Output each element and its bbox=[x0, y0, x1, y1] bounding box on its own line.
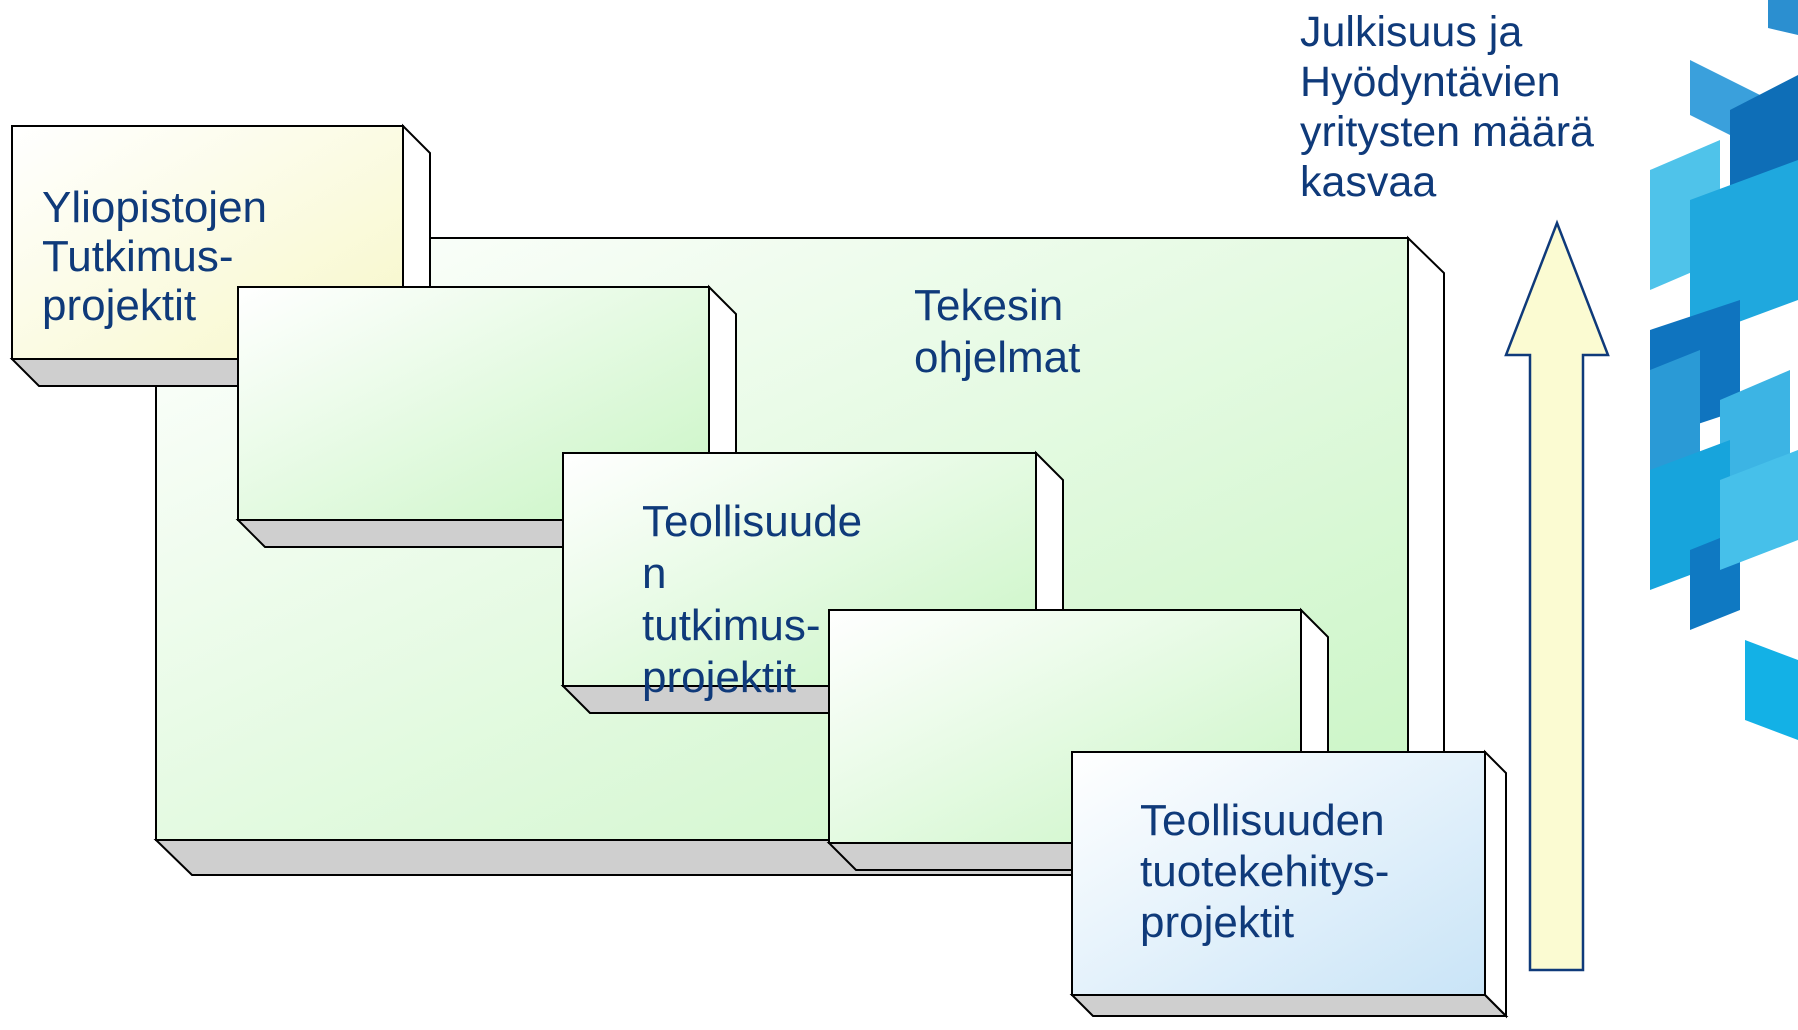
box-industry-research-label: Teollisuude n tutkimus- projektit bbox=[642, 497, 874, 702]
decorative-shapes bbox=[1650, 0, 1798, 740]
box-university-research: Yliopistojen Tutkimus- projektit bbox=[9, 123, 433, 389]
box-university-research-label: Yliopistojen Tutkimus- projektit bbox=[42, 183, 279, 330]
box-tekes-programs-label: Tekesin ohjelmat bbox=[914, 281, 1080, 382]
box-industry-development-label: Teollisuuden tuotekehitys- projektit bbox=[1140, 796, 1402, 947]
arrow-caption: Julkisuus ja Hyödyntävien yritysten määr… bbox=[1300, 8, 1606, 206]
box-industry-development: Teollisuuden tuotekehitys- projektit bbox=[1069, 749, 1509, 1019]
growth-arrow bbox=[1504, 219, 1610, 972]
